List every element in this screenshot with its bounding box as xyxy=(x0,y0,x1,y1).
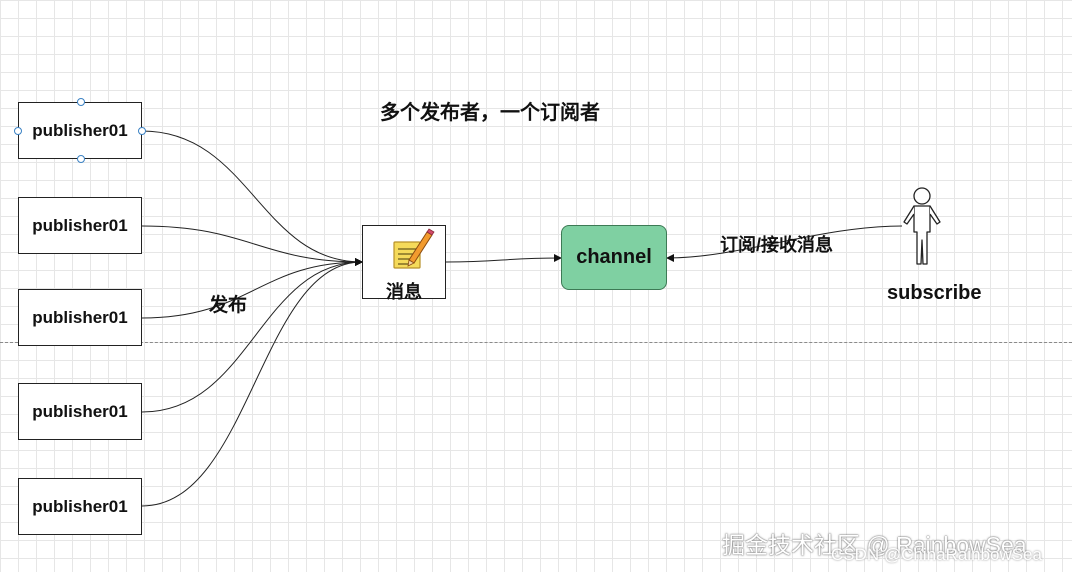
edge-publisher-4-to-message[interactable] xyxy=(141,258,363,413)
edge-publisher-3-to-message[interactable] xyxy=(141,258,363,319)
selection-handle-bottom[interactable] xyxy=(77,155,85,163)
watermark-sub: CSDN @ChinaRainbowSea xyxy=(831,545,1042,564)
edge-publisher-5-to-message[interactable] xyxy=(141,258,363,507)
publisher-node-label: publisher01 xyxy=(32,496,128,516)
publisher-node-label: publisher01 xyxy=(32,401,128,421)
memo-pencil-icon xyxy=(391,228,437,279)
edge-message-to-channel[interactable] xyxy=(445,254,562,263)
subscriber-label: subscribe xyxy=(887,282,982,304)
watermark-main: 掘金技术社区 @ RainbowSea xyxy=(722,532,1027,558)
selection-handle-top[interactable] xyxy=(77,98,85,106)
edge-subscriber-to-channel[interactable] xyxy=(666,225,903,262)
publisher-node-label: publisher01 xyxy=(32,307,128,327)
publisher-node-2[interactable]: publisher01 xyxy=(18,197,142,254)
publisher-node-label: publisher01 xyxy=(32,120,128,140)
stick-figure-actor-icon[interactable] xyxy=(900,186,944,271)
subscribe-edge-label: 订阅/接收消息 xyxy=(720,235,834,255)
message-node-label: 消息 xyxy=(386,282,422,302)
publish-edge-label: 发布 xyxy=(209,295,248,316)
publisher-node-4[interactable]: publisher01 xyxy=(18,383,142,440)
selection-handle-right[interactable] xyxy=(138,127,146,135)
publisher-node-5[interactable]: publisher01 xyxy=(18,478,142,535)
channel-node-label: channel xyxy=(576,246,652,268)
edge-publisher-2-to-message[interactable] xyxy=(141,225,363,266)
publisher-node-3[interactable]: publisher01 xyxy=(18,289,142,346)
channel-node[interactable]: channel xyxy=(561,225,667,290)
publisher-node-label: publisher01 xyxy=(32,215,128,235)
edge-publisher-1-to-message[interactable] xyxy=(141,130,363,266)
diagram-title: 多个发布者，一个订阅者 xyxy=(380,102,600,124)
publisher-node-1[interactable]: publisher01 xyxy=(14,98,146,163)
page-break-divider xyxy=(0,342,1072,343)
selection-handle-left[interactable] xyxy=(14,127,22,135)
message-node[interactable]: 消息 xyxy=(362,225,446,302)
